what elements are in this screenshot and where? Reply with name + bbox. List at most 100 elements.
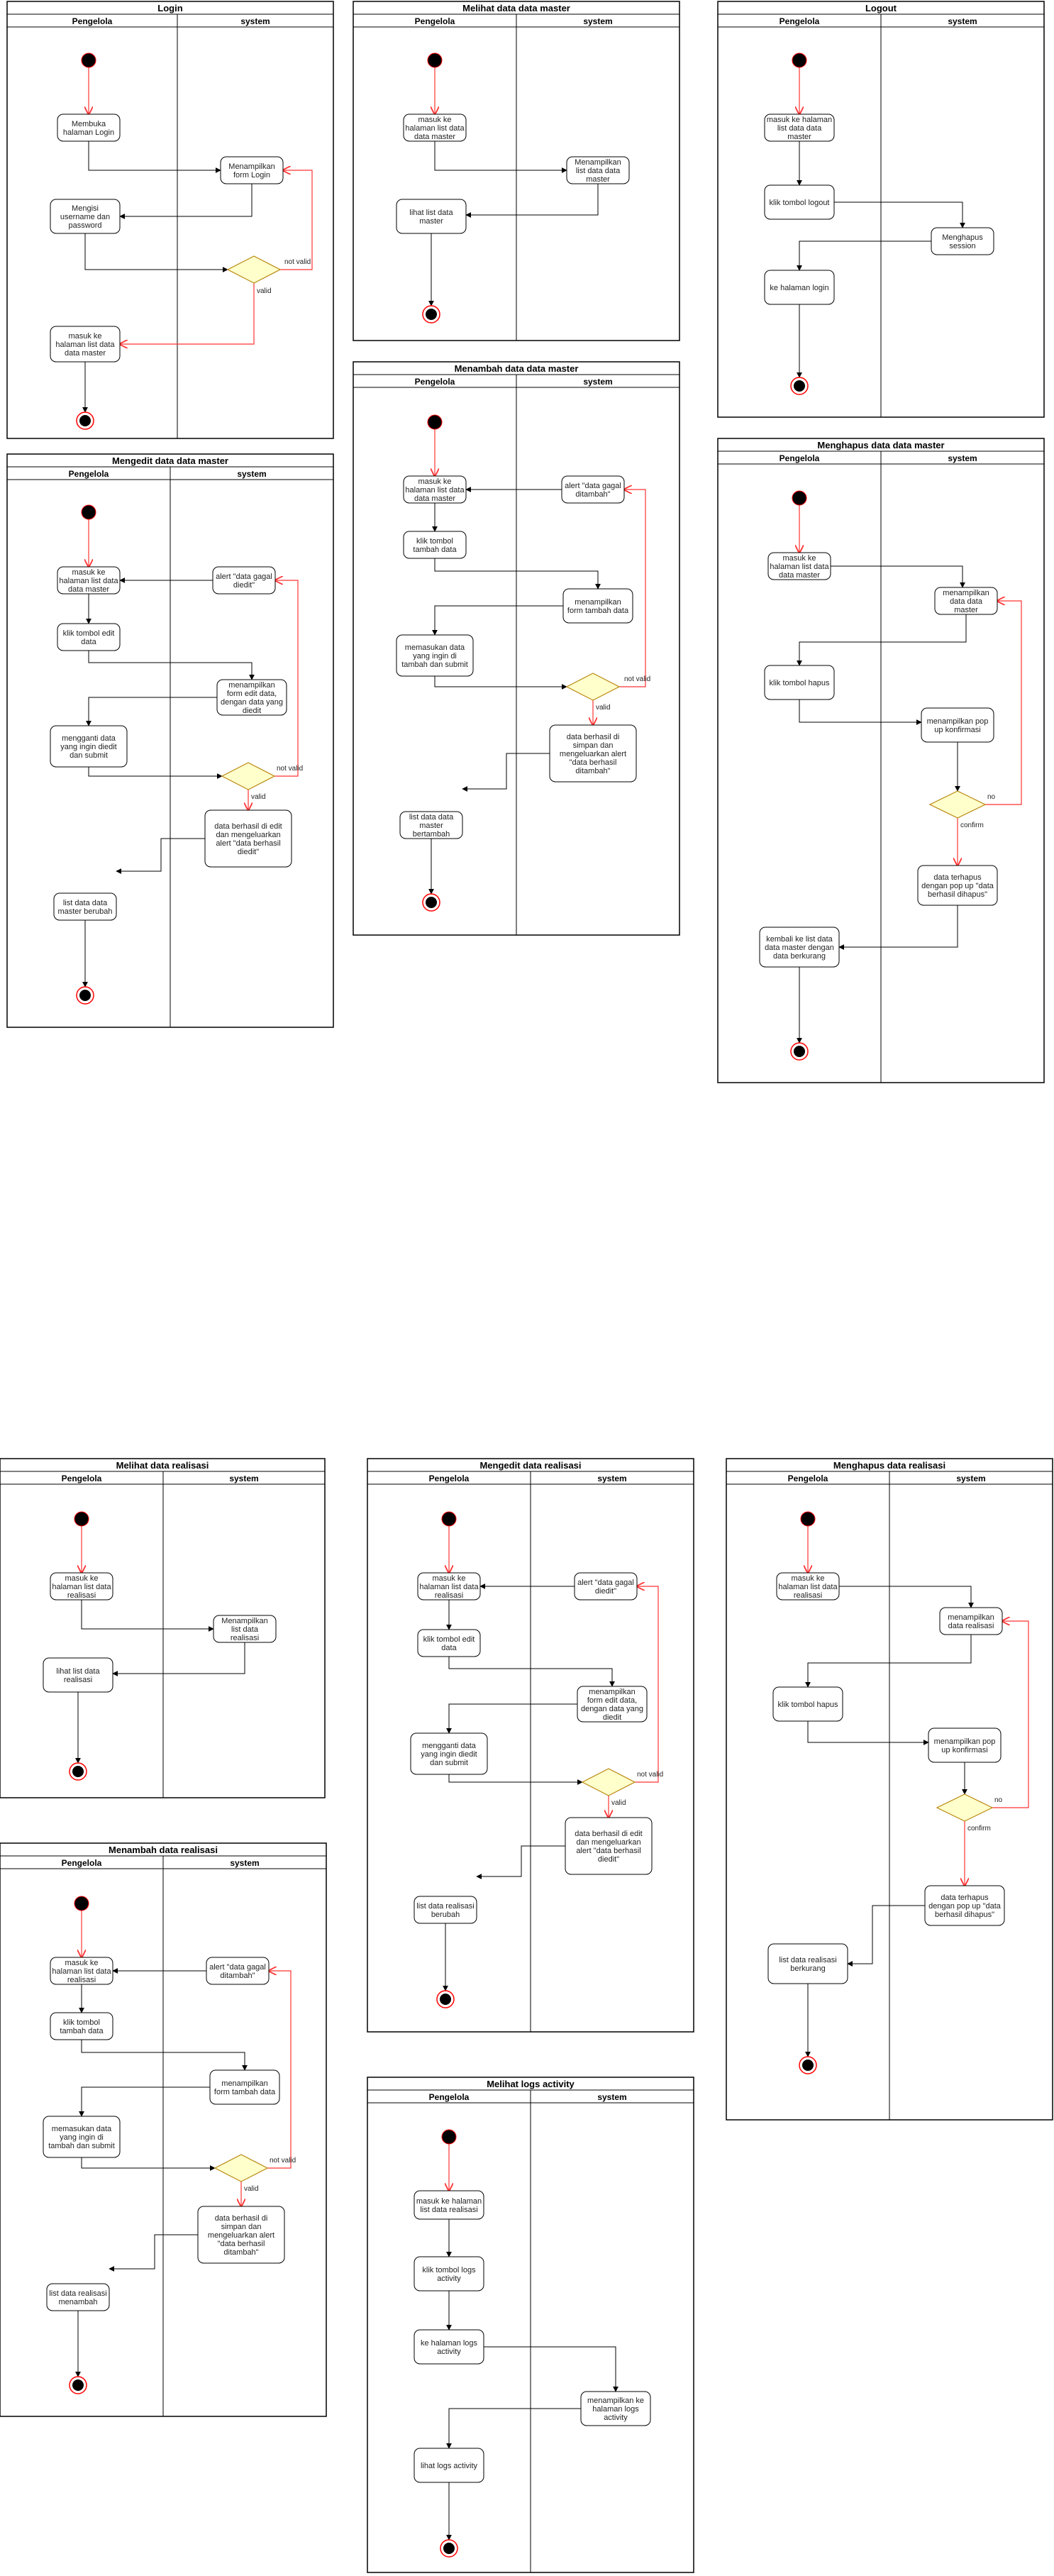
flow-arrow xyxy=(839,1586,974,1608)
action-label: up konfirmasi xyxy=(934,726,980,734)
action-node xyxy=(417,1572,481,1601)
flow-arrow xyxy=(434,141,567,173)
initial-node xyxy=(427,52,443,68)
flow-arrow xyxy=(274,580,299,777)
action-label: Menampilkan xyxy=(221,1617,267,1625)
final-node-core xyxy=(794,380,805,392)
action-label: "data berhasil xyxy=(570,758,617,767)
action-node xyxy=(764,665,835,700)
action-label: halaman list data xyxy=(770,563,829,571)
action-label: halaman list data xyxy=(55,341,115,349)
action-label: activity xyxy=(437,2274,461,2283)
action-label: activity xyxy=(437,2348,461,2356)
initial-node xyxy=(81,504,96,520)
action-label: dengan pop up "data xyxy=(928,1902,1002,1911)
action-label: data berhasil di xyxy=(567,733,620,741)
diagram-title: Mengedit data realisasi xyxy=(479,1460,581,1471)
action-label: ke halaman logs xyxy=(421,2339,478,2348)
flow-arrow xyxy=(847,1905,925,1967)
action-label: list data xyxy=(231,1625,259,1634)
action-node xyxy=(53,892,117,921)
action-node xyxy=(204,809,292,868)
action-node xyxy=(939,1607,1003,1635)
guard-label: not valid xyxy=(637,1771,663,1779)
final-node-core xyxy=(426,309,437,320)
flow-arrow xyxy=(79,2086,210,2117)
action-label: data master xyxy=(414,133,455,141)
action-label: masuk ke xyxy=(65,1574,98,1583)
flow-arrow xyxy=(88,651,255,680)
action-node xyxy=(924,1885,1005,1926)
diagram-title: Logout xyxy=(865,3,897,13)
action-label: mengganti data xyxy=(62,734,116,743)
guard-label: no xyxy=(987,793,996,801)
action-label: master xyxy=(954,606,978,614)
guard-label: valid xyxy=(596,704,611,712)
flow-arrow xyxy=(797,614,967,666)
action-label: masuk ke xyxy=(791,1574,824,1583)
flow-arrow xyxy=(81,2157,216,2171)
action-label: alert "data gagal xyxy=(577,1579,634,1587)
flow-arrow xyxy=(109,2234,198,2272)
final-node-core xyxy=(802,2060,814,2071)
action-label: klik tombol edit xyxy=(63,629,115,638)
guard-label: confirm xyxy=(960,822,984,829)
action-label: realisasi xyxy=(231,1634,259,1642)
action-label: ditambah" xyxy=(575,490,610,499)
action-label: password xyxy=(68,221,101,230)
action-label: master xyxy=(787,133,811,141)
action-label: halaman logs xyxy=(592,2405,639,2414)
action-node xyxy=(776,1572,840,1601)
action-label: lihat list data xyxy=(56,1667,100,1676)
action-label: bertambah xyxy=(413,830,450,839)
action-label: master xyxy=(419,217,443,226)
action-label: halaman list data xyxy=(778,1583,838,1591)
action-label: realisasi xyxy=(794,1591,822,1600)
action-node xyxy=(759,927,840,968)
action-label: list data data xyxy=(777,124,822,133)
flow-arrow xyxy=(434,558,601,590)
diagram-frame xyxy=(0,1458,326,1798)
action-label: tambah data xyxy=(60,2027,104,2035)
action-label: form Login xyxy=(233,171,270,179)
action-label: halaman list data xyxy=(52,1967,111,1976)
action-label: masuk ke xyxy=(65,1959,98,1967)
final-node-core xyxy=(794,1046,805,1057)
initial-node xyxy=(74,1511,89,1527)
action-label: list data realisasi xyxy=(420,2206,477,2214)
diagram-title: Menambah data data master xyxy=(455,363,579,374)
action-label: menampilkan xyxy=(943,589,989,597)
lane-label-system: system xyxy=(597,2092,626,2102)
action-label: session xyxy=(949,242,975,250)
final-node-core xyxy=(72,1766,84,1777)
action-node xyxy=(764,114,835,142)
action-node xyxy=(57,623,121,651)
action-node xyxy=(197,2206,285,2264)
final-node-core xyxy=(79,990,91,1001)
lane-label-pengelola: Pengelola xyxy=(788,1474,828,1483)
action-label: data berhasil di edit xyxy=(214,822,282,831)
guard-label: not valid xyxy=(624,675,650,683)
diagram-title: Melihat data realisasi xyxy=(116,1460,209,1471)
flow-arrow xyxy=(831,565,965,588)
action-label: menampilkan xyxy=(589,1688,635,1696)
initial-node xyxy=(74,1896,89,1911)
action-label: data berkurang xyxy=(773,952,826,961)
flow-arrow xyxy=(446,1703,577,1734)
flow-arrow xyxy=(119,184,253,219)
diagram-title: Melihat logs activity xyxy=(487,2079,575,2089)
action-node xyxy=(414,2329,484,2365)
action-label: yang ingin diedit xyxy=(421,1750,477,1759)
action-label: form edit data, xyxy=(227,690,277,698)
flow-arrow xyxy=(81,2040,248,2071)
action-node xyxy=(566,156,630,184)
action-label: master xyxy=(586,175,610,184)
lane-label-system: system xyxy=(229,1474,258,1483)
action-label: masuk ke xyxy=(418,116,451,124)
action-node xyxy=(403,475,467,504)
guard-label: no xyxy=(994,1796,1003,1804)
